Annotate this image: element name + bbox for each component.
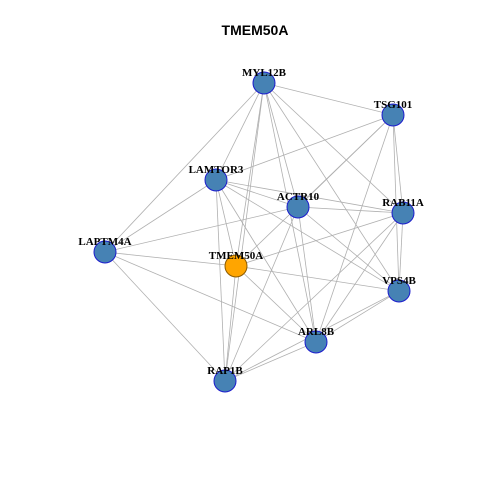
edge-myl12b-lamtor3	[215, 82, 265, 181]
node-label-arl8b: ARL8B	[298, 326, 335, 338]
node-layer	[93, 71, 415, 393]
node-label-laptm4a: LAPTM4A	[78, 236, 131, 248]
edge-lamtor3-actr10	[215, 179, 299, 208]
edge-laptm4a-rap1b	[104, 251, 226, 382]
edge-lamtor3-arl8b	[215, 179, 317, 343]
node-myl12b	[252, 71, 276, 95]
edge-tmem50a-arl8b	[235, 265, 317, 343]
edge-tsg101-tmem50a	[235, 114, 394, 267]
edge-actr10-vps4b	[297, 206, 400, 292]
node-tmem50a	[224, 254, 248, 278]
node-arl8b	[304, 330, 328, 354]
node-rap1b	[213, 369, 237, 393]
node-label-rab11a: RAB11A	[382, 197, 424, 209]
edge-lamtor3-tmem50a	[215, 179, 237, 267]
edge-myl12b-rab11a	[263, 82, 404, 214]
edge-lamtor3-vps4b	[215, 179, 400, 292]
edge-vps4b-arl8b	[315, 290, 400, 343]
graph-title: TMEM50A	[222, 22, 289, 38]
edge-tmem50a-vps4b	[235, 265, 400, 292]
node-laptm4a	[93, 240, 117, 264]
edge-rab11a-rap1b	[224, 212, 404, 382]
edge-rab11a-arl8b	[315, 212, 404, 343]
edge-myl12b-rap1b	[224, 82, 265, 382]
edge-actr10-rap1b	[224, 206, 299, 382]
edge-tmem50a-rap1b	[224, 265, 237, 382]
node-label-myl12b: MYL12B	[242, 67, 287, 79]
edge-arl8b-rap1b	[224, 341, 317, 382]
edge-myl12b-tmem50a	[235, 82, 265, 267]
node-vps4b	[387, 279, 411, 303]
edge-lamtor3-laptm4a	[104, 179, 217, 253]
node-lamtor3	[204, 168, 228, 192]
node-label-lamtor3: LAMTOR3	[189, 164, 244, 176]
edge-myl12b-vps4b	[263, 82, 400, 292]
edge-laptm4a-arl8b	[104, 251, 317, 343]
edge-lamtor3-rap1b	[215, 179, 226, 382]
node-rab11a	[391, 201, 415, 225]
edge-myl12b-actr10	[263, 82, 299, 208]
edge-layer	[104, 82, 404, 382]
edge-actr10-laptm4a	[104, 206, 299, 253]
node-label-vps4b: VPS4B	[382, 275, 416, 287]
node-actr10	[286, 195, 310, 219]
edge-lamtor3-rab11a	[215, 179, 404, 214]
edge-myl12b-laptm4a	[104, 82, 265, 253]
edge-actr10-rab11a	[297, 206, 404, 214]
edge-tsg101-rab11a	[392, 114, 404, 214]
edge-rab11a-vps4b	[398, 212, 404, 292]
edge-rab11a-tmem50a	[235, 212, 404, 267]
node-tsg101	[381, 103, 405, 127]
edge-actr10-arl8b	[297, 206, 317, 343]
edge-myl12b-tsg101	[263, 82, 394, 116]
edge-tsg101-vps4b	[392, 114, 400, 292]
edge-laptm4a-tmem50a	[104, 251, 237, 267]
node-label-tmem50a: TMEM50A	[209, 250, 263, 262]
node-label-actr10: ACTR10	[277, 191, 320, 203]
node-label-rap1b: RAP1B	[207, 365, 243, 377]
node-label-tsg101: TSG101	[374, 99, 413, 111]
edge-tsg101-lamtor3	[215, 114, 394, 181]
